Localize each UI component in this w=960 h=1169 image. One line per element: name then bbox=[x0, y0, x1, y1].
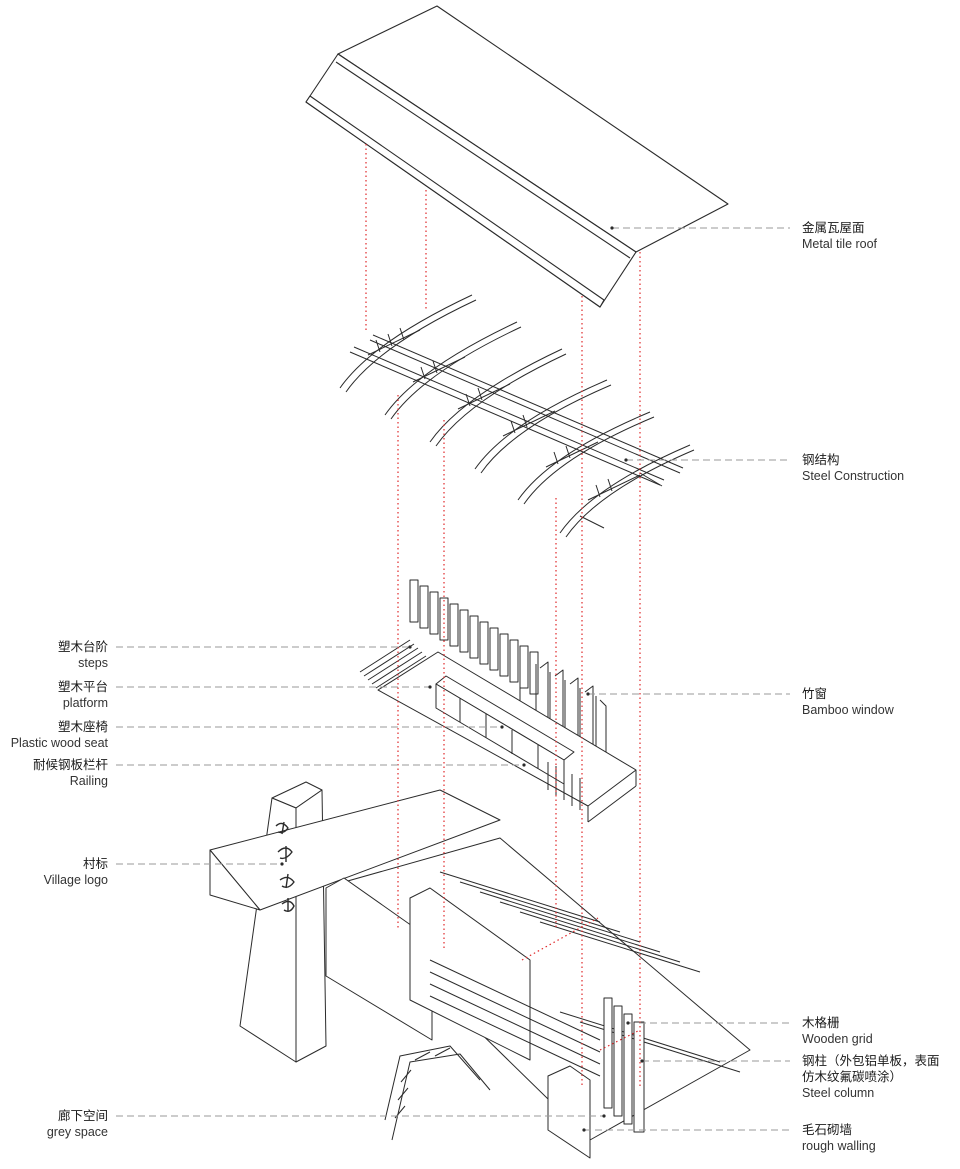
label-grey: 廊下空间 grey space bbox=[47, 1108, 108, 1140]
label-walling: 毛石砌墙 rough walling bbox=[802, 1122, 876, 1154]
label-steel-zh: 钢结构 bbox=[802, 453, 840, 467]
metal-tile-roof bbox=[305, 5, 729, 308]
label-grid: 木格栅 Wooden grid bbox=[802, 1015, 873, 1047]
label-platform: 塑木平台 platform bbox=[58, 679, 108, 711]
label-roof-zh: 金属瓦屋面 bbox=[802, 221, 865, 235]
label-steps-zh: 塑木台阶 bbox=[57, 640, 108, 654]
leader-lines bbox=[116, 227, 790, 1131]
label-railing-en: Railing bbox=[69, 774, 108, 788]
label-logo-zh: 村标 bbox=[82, 857, 108, 871]
label-bamboo-zh: 竹窗 bbox=[802, 687, 828, 701]
label-roof: 金属瓦屋面 Metal tile roof bbox=[802, 220, 877, 252]
label-logo: 村标 Village logo bbox=[44, 856, 108, 888]
label-railing-zh: 耐候钢板栏杆 bbox=[32, 758, 108, 772]
label-grid-zh: 木格栅 bbox=[802, 1016, 840, 1030]
label-column-zh: 钢柱（外包铝单板，表面 bbox=[802, 1054, 940, 1068]
label-walling-en: rough walling bbox=[802, 1139, 876, 1153]
label-column-en: Steel column bbox=[802, 1086, 875, 1100]
label-column-zh2: 仿木纹氟碳喷涂） bbox=[802, 1070, 903, 1084]
label-steps: 塑木台阶 steps bbox=[58, 639, 108, 671]
label-railing: 耐候钢板栏杆 Railing bbox=[33, 757, 108, 789]
projection-lines bbox=[365, 144, 641, 1086]
label-steps-en: steps bbox=[78, 656, 108, 670]
label-seat: 塑木座椅 Plastic wood seat bbox=[11, 719, 108, 751]
base-structure bbox=[209, 781, 751, 1159]
label-steel-en: Steel Construction bbox=[802, 469, 905, 483]
label-logo-en: Village logo bbox=[43, 873, 108, 887]
label-seat-zh: 塑木座椅 bbox=[57, 720, 108, 734]
label-grey-zh: 廊下空间 bbox=[57, 1109, 108, 1123]
label-platform-en: platform bbox=[62, 696, 108, 710]
label-platform-zh: 塑木平台 bbox=[57, 680, 108, 694]
label-grey-en: grey space bbox=[46, 1125, 108, 1139]
village-logo-calligraphy bbox=[275, 821, 295, 913]
steel-construction bbox=[339, 294, 695, 538]
label-roof-en: Metal tile roof bbox=[802, 237, 878, 251]
leader-dots bbox=[280, 226, 644, 1132]
label-bamboo: 竹窗 Bamboo window bbox=[802, 686, 894, 718]
label-column: 钢柱（外包铝单板，表面 仿木纹氟碳喷涂） Steel column bbox=[802, 1053, 940, 1101]
platform-module bbox=[359, 579, 637, 823]
label-seat-en: Plastic wood seat bbox=[10, 736, 108, 750]
label-steel: 钢结构 Steel Construction bbox=[802, 452, 904, 484]
label-bamboo-en: Bamboo window bbox=[802, 703, 894, 717]
label-walling-zh: 毛石砌墙 bbox=[802, 1123, 853, 1137]
label-grid-en: Wooden grid bbox=[802, 1032, 873, 1046]
